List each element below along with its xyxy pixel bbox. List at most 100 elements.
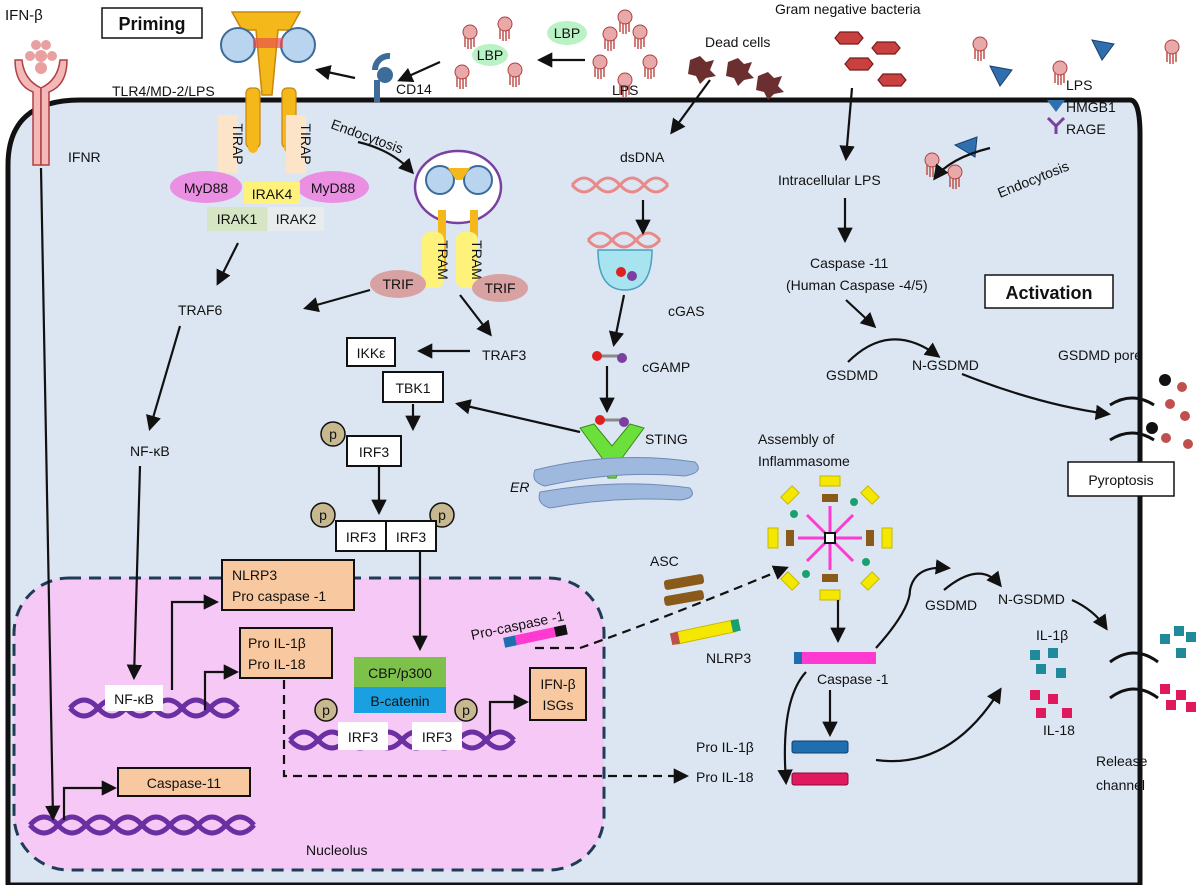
irf3-single-box <box>346 435 402 467</box>
assembly-line1: Assembly of <box>758 431 834 447</box>
inflammasome-icon <box>767 475 893 601</box>
gsdmd-top-label: GSDMD <box>826 367 878 383</box>
dead-cells-label: Dead cells <box>705 34 770 50</box>
pro-il18-icon <box>791 772 849 786</box>
ifnb-gene-line1: IFN-β <box>540 676 575 692</box>
nfkb-nuc-box <box>105 685 163 711</box>
asc-icon <box>663 574 705 606</box>
irf3-dimer-a-label: IRF3 <box>346 529 377 545</box>
legend-lps: LPS <box>1066 77 1092 93</box>
tbk1-box <box>382 371 444 403</box>
irak1-label: IRAK1 <box>217 211 258 227</box>
assembly-line2: Inflammasome <box>758 453 850 469</box>
pro-caspase1-icon <box>503 624 568 648</box>
myd88-right <box>297 171 369 203</box>
phospho-2 <box>310 502 336 528</box>
ifnb-gene-line2: ISGs <box>542 697 573 713</box>
ngsdmd-top-label: N-GSDMD <box>912 357 979 373</box>
trif-right-label: TRIF <box>484 280 515 296</box>
proil-gene-line1: Pro IL-1β <box>248 635 306 651</box>
nfkb-nuc-label: NF-κB <box>114 691 154 707</box>
legend-hmgb1: HMGB1 <box>1066 99 1116 115</box>
trif-left <box>370 270 426 298</box>
irf3-nuc-b-label: IRF3 <box>422 729 453 745</box>
proil-gene-line2: Pro IL-18 <box>248 656 306 672</box>
pro-il1b-label: Pro IL-1β <box>696 739 754 755</box>
caspase1-icon <box>794 652 876 664</box>
ifnb-gene-box <box>529 667 587 721</box>
pyroptosis-label: Pyroptosis <box>1088 472 1153 488</box>
irf3-single-label: IRF3 <box>359 444 390 460</box>
caspase11-gene-label: Caspase-11 <box>147 775 222 791</box>
proil-gene-box <box>239 627 333 679</box>
bcatenin-label: B-catenin <box>370 693 429 709</box>
nlrp3-gene-box <box>221 559 355 611</box>
nlrp3-icon <box>669 618 741 646</box>
gram-negative-label: Gram negative bacteria <box>775 1 921 17</box>
phospho-2-label: p <box>319 507 327 523</box>
tram-left-label: TRAM <box>435 240 451 280</box>
intracellular-lps-label: Intracellular LPS <box>778 172 881 188</box>
ifn-beta-label: IFN-β <box>5 7 43 24</box>
activation-box <box>984 274 1114 309</box>
pro-il18-label: Pro IL-18 <box>696 769 754 785</box>
release-line2: channel <box>1096 777 1145 793</box>
phospho-1-label: p <box>329 426 337 442</box>
cd14-label: CD14 <box>396 81 432 97</box>
irak4-label: IRAK4 <box>252 186 293 202</box>
legend-icons <box>924 36 1180 190</box>
priming-box <box>101 7 203 39</box>
traf3-label: TRAF3 <box>482 347 527 363</box>
dsdna-label: dsDNA <box>620 149 665 165</box>
irf3-nuc-a-box <box>338 722 388 750</box>
nlrp3-gene-line2: Pro caspase -1 <box>232 588 326 604</box>
trif-right <box>472 274 528 302</box>
lbp-label-a: LBP <box>477 47 503 63</box>
legend-rage: RAGE <box>1066 121 1106 137</box>
irf3-dimer-b-label: IRF3 <box>396 529 427 545</box>
lbp-label-b: LBP <box>554 25 580 41</box>
dna-strand-3 <box>28 814 256 836</box>
cgamp-molecule <box>592 351 627 363</box>
bcatenin-box <box>354 687 446 713</box>
tlr4-complex <box>220 11 316 153</box>
irf3-dimer-b-box <box>385 520 437 552</box>
priming-label: Priming <box>118 14 185 34</box>
nlrp3-gene-line1: NLRP3 <box>232 567 277 583</box>
ifn-beta-molecules <box>25 40 57 74</box>
il18-label: IL-18 <box>1043 722 1075 738</box>
il18-particles <box>1030 684 1196 718</box>
phospho-4 <box>314 698 338 722</box>
lps-label-top: LPS <box>612 82 638 98</box>
il1b-particles <box>1030 626 1196 678</box>
cd14-receptor <box>371 52 393 102</box>
cbp-box <box>354 657 446 687</box>
pathway-arrows <box>39 52 1112 822</box>
nlrp3-label: NLRP3 <box>706 650 751 666</box>
tram-right-label: TRAM <box>469 240 485 280</box>
irak2-label: IRAK2 <box>276 211 317 227</box>
phospho-3-label: p <box>438 507 446 523</box>
lbp-free <box>547 21 587 45</box>
ifnr-label: IFNR <box>68 149 101 165</box>
tlr4-label: TLR4/MD-2/LPS <box>112 83 215 99</box>
irak4-box <box>244 182 300 204</box>
lps-lbp-cluster <box>454 16 523 90</box>
myd88-left <box>170 171 242 203</box>
tirap-right <box>286 115 306 173</box>
tram-left <box>422 232 444 288</box>
cgamp-label: cGAMP <box>642 359 690 375</box>
nucleolus-label: Nucleolus <box>306 842 367 858</box>
gsdmd-pore-label: GSDMD pore <box>1058 347 1142 363</box>
irak2-box <box>268 207 324 231</box>
release-line1: Release <box>1096 753 1148 769</box>
irf3-nuc-a-label: IRF3 <box>348 729 379 745</box>
tram-right <box>456 232 478 288</box>
cgas-label: cGAS <box>668 303 705 319</box>
er-membrane <box>533 457 699 509</box>
tbk1-label: TBK1 <box>395 380 430 396</box>
dead-cells-icon <box>688 56 784 100</box>
phospho-4-label: p <box>322 702 330 718</box>
